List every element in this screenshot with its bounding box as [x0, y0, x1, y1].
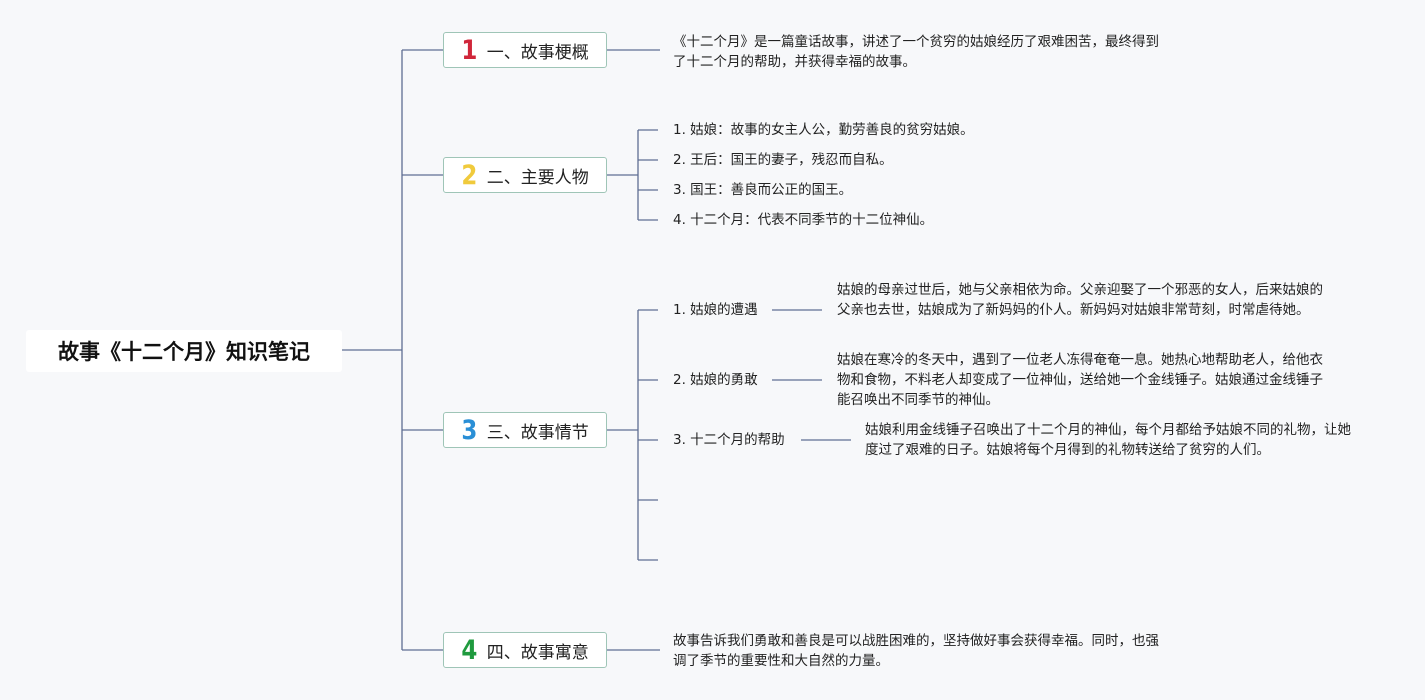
branch-label: 一、故事梗概 — [486, 42, 589, 63]
moral-text: 故事告诉我们勇敢和善良是可以战胜困难的，坚持做好事会获得幸福。同时，也强调了季节… — [673, 633, 1159, 669]
character-item: 1. 姑娘：故事的女主人公，勤劳善良的贫穷姑娘。 — [673, 122, 974, 138]
plot-item-label: 3. 十二个月的帮助 — [673, 432, 785, 448]
summary-text: 《十二个月》是一篇童话故事，讲述了一个贫穷的姑娘经历了艰难困苦，最终得到了十二个… — [673, 34, 1159, 70]
plot-item-label: 1. 姑娘的遭遇 — [673, 302, 758, 318]
plot-item-detail: 姑娘的母亲过世后，她与父亲相依为命。父亲迎娶了一个邪恶的女人，后来姑娘的父亲也去… — [837, 282, 1323, 318]
root-topic[interactable]: 故事《十二个月》知识笔记 — [26, 330, 342, 372]
branch-main-characters[interactable]: 2 二、主要人物 — [443, 157, 607, 193]
branch-label: 二、主要人物 — [486, 167, 589, 188]
number-2-icon: 2 — [461, 159, 478, 191]
plot-item-label: 2. 姑娘的勇敢 — [673, 372, 758, 388]
number-3-icon: 3 — [461, 414, 478, 446]
character-item: 4. 十二个月：代表不同季节的十二位神仙。 — [673, 212, 934, 228]
branch-story-summary[interactable]: 1 一、故事梗概 — [443, 32, 607, 68]
plot-item-detail: 姑娘在寒冷的冬天中，遇到了一位老人冻得奄奄一息。她热心地帮助老人，给他衣物和食物… — [837, 352, 1323, 408]
number-4-icon: 4 — [461, 634, 478, 666]
plot-item-detail: 姑娘利用金线锤子召唤出了十二个月的神仙，每个月都给予姑娘不同的礼物，让她度过了艰… — [865, 422, 1351, 458]
branch-plot[interactable]: 3 三、故事情节 — [443, 412, 607, 448]
character-item: 3. 国王：善良而公正的国王。 — [673, 182, 853, 198]
branch-label: 四、故事寓意 — [486, 642, 589, 663]
branch-label: 三、故事情节 — [486, 422, 589, 443]
branch-moral[interactable]: 4 四、故事寓意 — [443, 632, 607, 668]
root-title: 故事《十二个月》知识笔记 — [58, 340, 310, 364]
character-item: 2. 王后：国王的妻子，残忍而自私。 — [673, 152, 893, 168]
number-1-icon: 1 — [461, 34, 478, 66]
